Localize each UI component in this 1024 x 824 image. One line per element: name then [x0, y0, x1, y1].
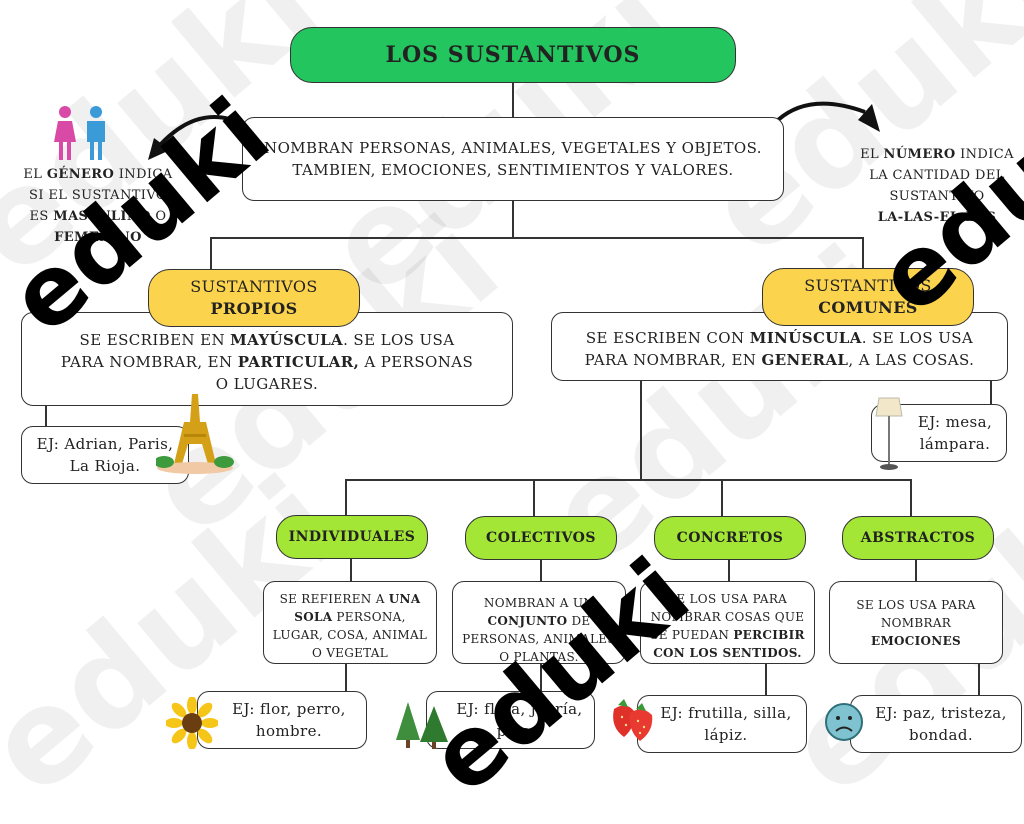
concretos-label: CONCRETOS	[654, 516, 806, 560]
connector-line	[915, 559, 917, 581]
connector-line	[533, 479, 535, 517]
genero-text: EL GÉNERO INDICA SI EL SUSTANTIVO ES MAS…	[18, 164, 178, 248]
numero-text-part: EL	[860, 147, 884, 162]
desc-text: SE ESCRIBEN CON	[585, 329, 750, 347]
sunflower-icon	[166, 697, 218, 749]
desc-text: DE PERSONAS, ANIMALES O PLANTAS.	[462, 614, 616, 664]
strawberry-icon	[613, 699, 653, 741]
definition-line: TAMBIEN, EMOCIONES, SENTIMIENTOS Y VALOR…	[292, 161, 734, 179]
connector-line	[978, 663, 980, 696]
label-keyword: COMUNES	[818, 298, 918, 317]
connector-line	[512, 82, 514, 118]
label-keyword: PROPIOS	[210, 299, 298, 318]
genero-text-part: EL	[23, 167, 47, 182]
connector-line	[910, 479, 912, 517]
desc-text: . SE LOS USA PARA NOMBRAR, EN	[60, 331, 455, 371]
connector-line	[728, 559, 730, 581]
desc-text: NOMBRAN A UN	[483, 596, 595, 610]
connector-line	[512, 200, 514, 238]
genero-text-part: INDICA	[114, 167, 173, 182]
concretos-description: SE LOS USA PARA NOMBRAR COSAS QUE SE PUE…	[640, 581, 815, 664]
page-title: LOS SUSTANTIVOS	[290, 27, 736, 83]
lamp-icon	[875, 397, 903, 470]
connector-line	[45, 405, 47, 427]
numero-keyword: LA-LAS-EL-LOS	[877, 210, 997, 225]
watermark-dark: eduki	[408, 537, 710, 815]
desc-text: SE REFIEREN A	[279, 592, 389, 606]
colectivos-label: COLECTIVOS	[465, 516, 617, 560]
connector-line	[640, 380, 642, 480]
connector-line	[862, 237, 864, 269]
individuales-label: INDIVIDUALES	[276, 515, 428, 559]
desc-keyword: CONJUNTO	[487, 614, 568, 628]
connector-line	[990, 380, 992, 405]
connector-line	[210, 237, 863, 239]
connector-line	[345, 663, 347, 693]
colectivos-example: EJ: flota, jauría, pinar.	[426, 691, 595, 749]
desc-keyword: MAYÚSCULA	[230, 331, 344, 349]
connector-line	[765, 663, 767, 696]
connector-line	[350, 559, 352, 581]
desc-keyword: UNA SOLA	[294, 592, 421, 624]
numero-text: EL NÚMERO INDICA LA CANTIDAD DEL SUSTANT…	[852, 144, 1022, 228]
numero-text-part: SUSTANTIVO	[889, 189, 985, 204]
desc-keyword: PARTICULAR,	[237, 353, 360, 371]
abstractos-label: ABSTRACTOS	[842, 516, 994, 560]
desc-keyword: EMOCIONES	[871, 634, 961, 648]
pine-trees-icon	[396, 702, 448, 749]
genero-text-part: SI EL SUSTANTIVO	[29, 188, 167, 203]
propios-example: EJ: Adrian, Paris, La Rioja.	[21, 426, 189, 484]
curved-arrow-right	[776, 101, 880, 132]
connector-line	[210, 237, 212, 269]
numero-text-part: LA CANTIDAD DEL	[869, 168, 1005, 183]
desc-keyword: GENERAL	[761, 351, 849, 369]
label-text: SUSTANTIVOS	[190, 277, 318, 296]
genero-text-part: ES	[29, 209, 54, 224]
desc-text: A PERSONAS O LUGARES.	[215, 353, 474, 393]
desc-text: , A LAS COSAS.	[848, 351, 975, 369]
definition-line: NOMBRAN PERSONAS, ANIMALES, VEGETALES Y …	[264, 139, 762, 157]
genero-text-part: O	[150, 209, 167, 224]
colectivos-description: NOMBRAN A UN CONJUNTO DE PERSONAS, ANIMA…	[452, 581, 626, 664]
genero-keyword: FEMENINO	[54, 230, 142, 245]
concretos-example: EJ: frutilla, silla, lápiz.	[637, 695, 807, 753]
sad-face-icon	[825, 703, 863, 741]
desc-text: SE LOS USA PARA NOMBRAR COSAS QUE SE PUE…	[650, 592, 805, 642]
gender-people-icon	[54, 106, 105, 160]
numero-text-part: INDICA	[955, 147, 1014, 162]
connector-line	[540, 663, 542, 693]
numero-keyword: NÚMERO	[883, 147, 956, 162]
abstractos-description: SE LOS USA PARA NOMBRAR EMOCIONES	[829, 581, 1003, 664]
propios-label: SUSTANTIVOS PROPIOS	[148, 269, 360, 327]
connector-line	[721, 479, 723, 517]
comunes-label: SUSTANTIVOS COMUNES	[762, 268, 974, 326]
abstractos-example: EJ: paz, tristeza, bondad.	[850, 695, 1022, 753]
individuales-description: SE REFIEREN A UNA SOLA PERSONA, LUGAR, C…	[263, 581, 437, 664]
connector-line	[345, 479, 347, 517]
label-text: SUSTANTIVOS	[804, 276, 932, 295]
desc-keyword: MINÚSCULA	[749, 329, 862, 347]
eiffel-tower-icon	[156, 394, 234, 474]
connector-line	[345, 479, 911, 481]
desc-text: SE LOS USA PARA NOMBRAR	[856, 598, 976, 630]
genero-keyword: GÉNERO	[46, 167, 115, 182]
desc-text: . SE LOS USA PARA NOMBRAR, EN	[584, 329, 974, 369]
desc-text: SE ESCRIBEN EN	[79, 331, 231, 349]
individuales-example: EJ: flor, perro, hombre.	[197, 691, 367, 749]
genero-keyword: MASCULINO	[53, 209, 151, 224]
desc-text: PERSONA, LUGAR, COSA, ANIMAL O VEGETAL	[272, 610, 428, 660]
curved-arrow-left	[148, 115, 246, 160]
connector-line	[540, 559, 542, 581]
definition-box: NOMBRAN PERSONAS, ANIMALES, VEGETALES Y …	[242, 117, 784, 201]
desc-keyword: PERCIBIR CON LOS SENTIDOS.	[653, 628, 805, 660]
